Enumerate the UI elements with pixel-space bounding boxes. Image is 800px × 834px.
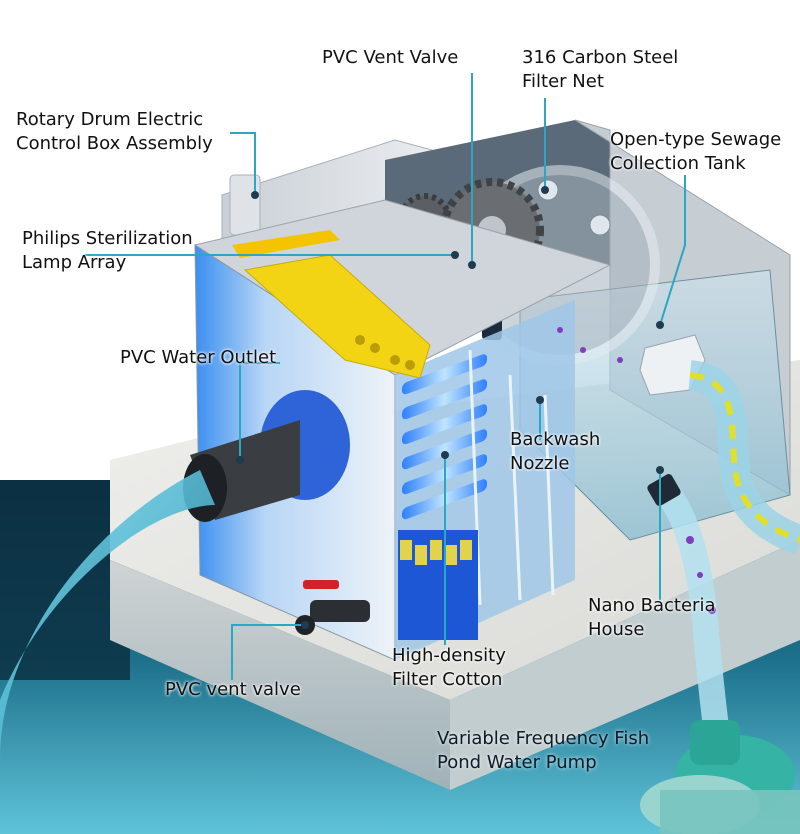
sterilization-lamp-bar bbox=[232, 230, 340, 258]
label-filter-net: 316 Carbon Steel Filter Net bbox=[522, 47, 679, 92]
label-control-box: Rotary Drum Electric Control Box Assembl… bbox=[16, 109, 213, 154]
leader-dots bbox=[236, 186, 664, 629]
sponge-array bbox=[243, 254, 431, 379]
label-water-pump: Variable Frequency Fish Pond Water Pump bbox=[437, 728, 650, 773]
filter-cotton-yellow bbox=[400, 540, 472, 565]
water-pump bbox=[640, 720, 800, 834]
label-backwash-nozzle: Backwash Nozzle bbox=[510, 429, 601, 474]
pump-pipe-coupling bbox=[647, 474, 681, 506]
concrete-slab-front bbox=[110, 560, 450, 790]
bacteria-particles bbox=[557, 327, 716, 614]
filter-mesh-panels bbox=[468, 349, 555, 606]
filter-net-nozzle-2 bbox=[589, 214, 611, 236]
sewage-hose-arrows bbox=[689, 372, 800, 543]
label-pvc-vent-valve-top: PVC Vent Valve bbox=[322, 47, 459, 68]
drain-valve-handle bbox=[303, 580, 339, 589]
label-pvc-vent-valve-bottom: PVC vent valve bbox=[165, 679, 301, 700]
leader-lines bbox=[85, 73, 686, 680]
water-stream bbox=[0, 470, 215, 760]
pond-wall-dark bbox=[0, 480, 130, 680]
label-sewage-tank: Open-type Sewage Collection Tank bbox=[610, 129, 782, 174]
label-sterilization-lamp: Philips Sterilization Lamp Array bbox=[22, 228, 193, 273]
drain-valve-body bbox=[310, 600, 370, 622]
label-bacteria-house: Nano Bacteria House bbox=[588, 595, 716, 640]
label-filter-cotton: High-density Filter Cotton bbox=[392, 645, 506, 690]
sponge-holes bbox=[355, 335, 415, 370]
label-water-outlet: PVC Water Outlet bbox=[120, 347, 277, 368]
